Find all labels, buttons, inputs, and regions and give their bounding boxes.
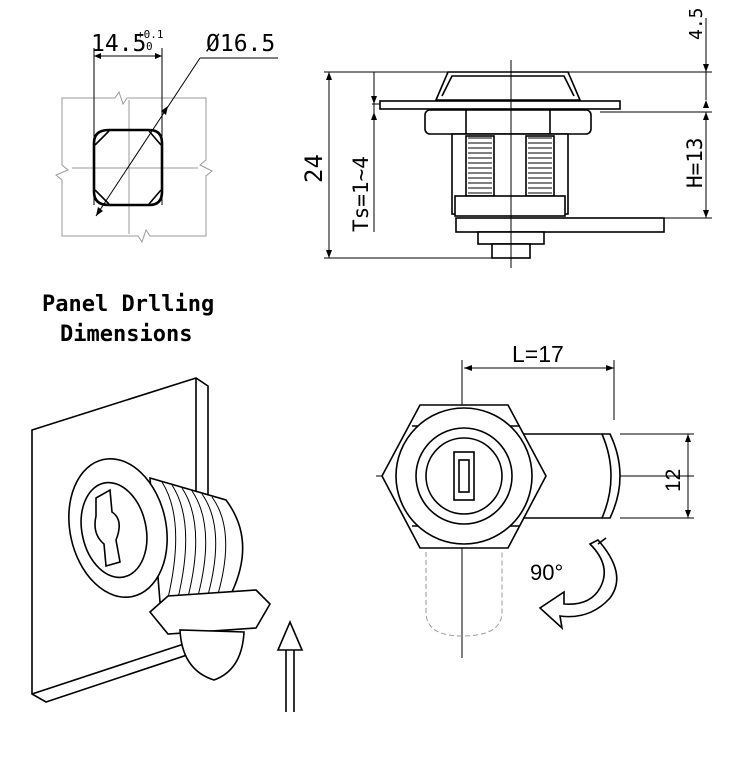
thickness-value: Ts=1~4	[349, 156, 373, 232]
rotation-angle: 90°	[530, 560, 563, 585]
side-view: 24 Ts=1~4 H=13 4.5	[300, 7, 712, 268]
top-offset-value: 4.5	[686, 7, 707, 40]
h-value: H=13	[683, 137, 707, 188]
drill-width-value: 14.5	[91, 31, 146, 57]
overall-height-value: 24	[300, 154, 328, 183]
panel-drilling-view: 14.5 +0.1 0 Ø16.5 Panel Drlling Dimensio…	[42, 28, 278, 347]
caption-line-1: Panel Drlling	[42, 292, 214, 317]
isometric-view	[31, 377, 304, 712]
length-value: L=17	[512, 341, 564, 367]
width-value: 12	[662, 469, 685, 492]
drill-width-tol-lower: 0	[146, 40, 153, 53]
drill-cutout-shape	[92, 128, 164, 207]
drill-width-tol-upper: +0.1	[137, 28, 164, 41]
front-view: L=17 12 90°	[376, 341, 694, 658]
caption-line-2: Dimensions	[60, 322, 192, 347]
drill-diameter-value: Ø16.5	[206, 31, 275, 57]
